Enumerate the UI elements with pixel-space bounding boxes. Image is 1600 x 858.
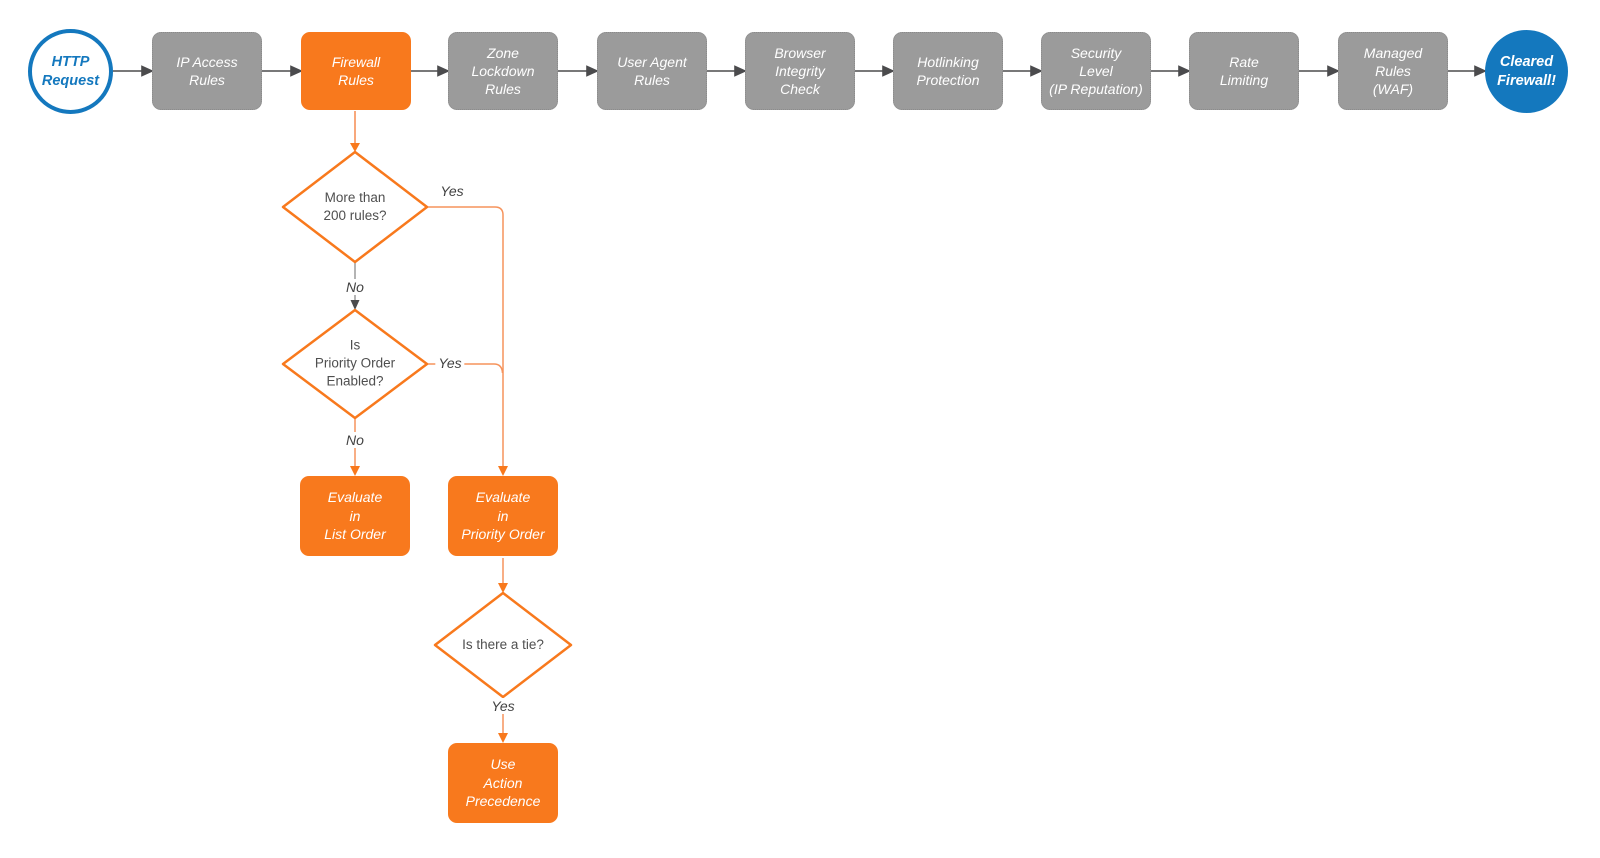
arrowhead-icon [437,65,450,77]
node-evaluate-list-order: Evaluate in List Order [300,476,410,556]
arrowhead-icon [1327,65,1340,77]
node-http-request: HTTP Request [28,29,113,114]
edge-d1-yes-to-priority [427,206,504,466]
decision-text-more-than-200-rules: More than 200 rules? [323,189,387,223]
arrowhead-icon [350,300,360,310]
node-user-agent-rules: User Agent Rules [597,32,707,110]
edge-label-d2-no: No [343,432,367,448]
edge-d2-yes-merge [427,363,504,374]
node-ip-access-rules: IP Access Rules [152,32,262,110]
decision-priority-order-enabled [281,308,429,420]
edge-label-d1-no: No [343,279,367,295]
decision-more-than-200-rules [281,150,429,264]
arrowhead-icon [734,65,747,77]
decision-text-is-there-a-tie: Is there a tie? [462,636,544,652]
arrowhead-icon [586,65,599,77]
arrowhead-icon [141,65,154,77]
node-rate-limiting: Rate Limiting [1189,32,1299,110]
arrowhead-icon [498,466,508,476]
edge-label-d1-yes: Yes [437,183,467,199]
arrowhead-icon [1178,65,1191,77]
node-zone-lockdown-rules: Zone Lockdown Rules [448,32,558,110]
node-security-level: Security Level (IP Reputation) [1041,32,1151,110]
node-firewall-rules: Firewall Rules [301,32,411,110]
arrowhead-icon [1474,65,1487,77]
arrowhead-icon [290,65,303,77]
arrowhead-icon [498,583,508,593]
node-cleared-firewall: Cleared Firewall! [1485,30,1568,113]
node-use-action-precedence: Use Action Precedence [448,743,558,823]
arrowhead-icon [350,466,360,476]
node-browser-integrity-check: Browser Integrity Check [745,32,855,110]
pipeline-arrows [113,65,1487,77]
node-hotlinking-protection: Hotlinking Protection [893,32,1003,110]
decision-is-there-a-tie [433,591,573,699]
node-evaluate-priority-order: Evaluate in Priority Order [448,476,558,556]
edge-label-d2-yes: Yes [435,355,465,371]
decision-text-priority-order-enabled: Is Priority Order Enabled? [314,337,396,390]
arrowhead-icon [882,65,895,77]
arrowhead-icon [350,143,360,152]
edge-label-d3-yes: Yes [488,698,518,714]
arrowhead-icon [498,733,508,743]
node-managed-rules-waf: Managed Rules (WAF) [1338,32,1448,110]
arrowhead-icon [1030,65,1043,77]
